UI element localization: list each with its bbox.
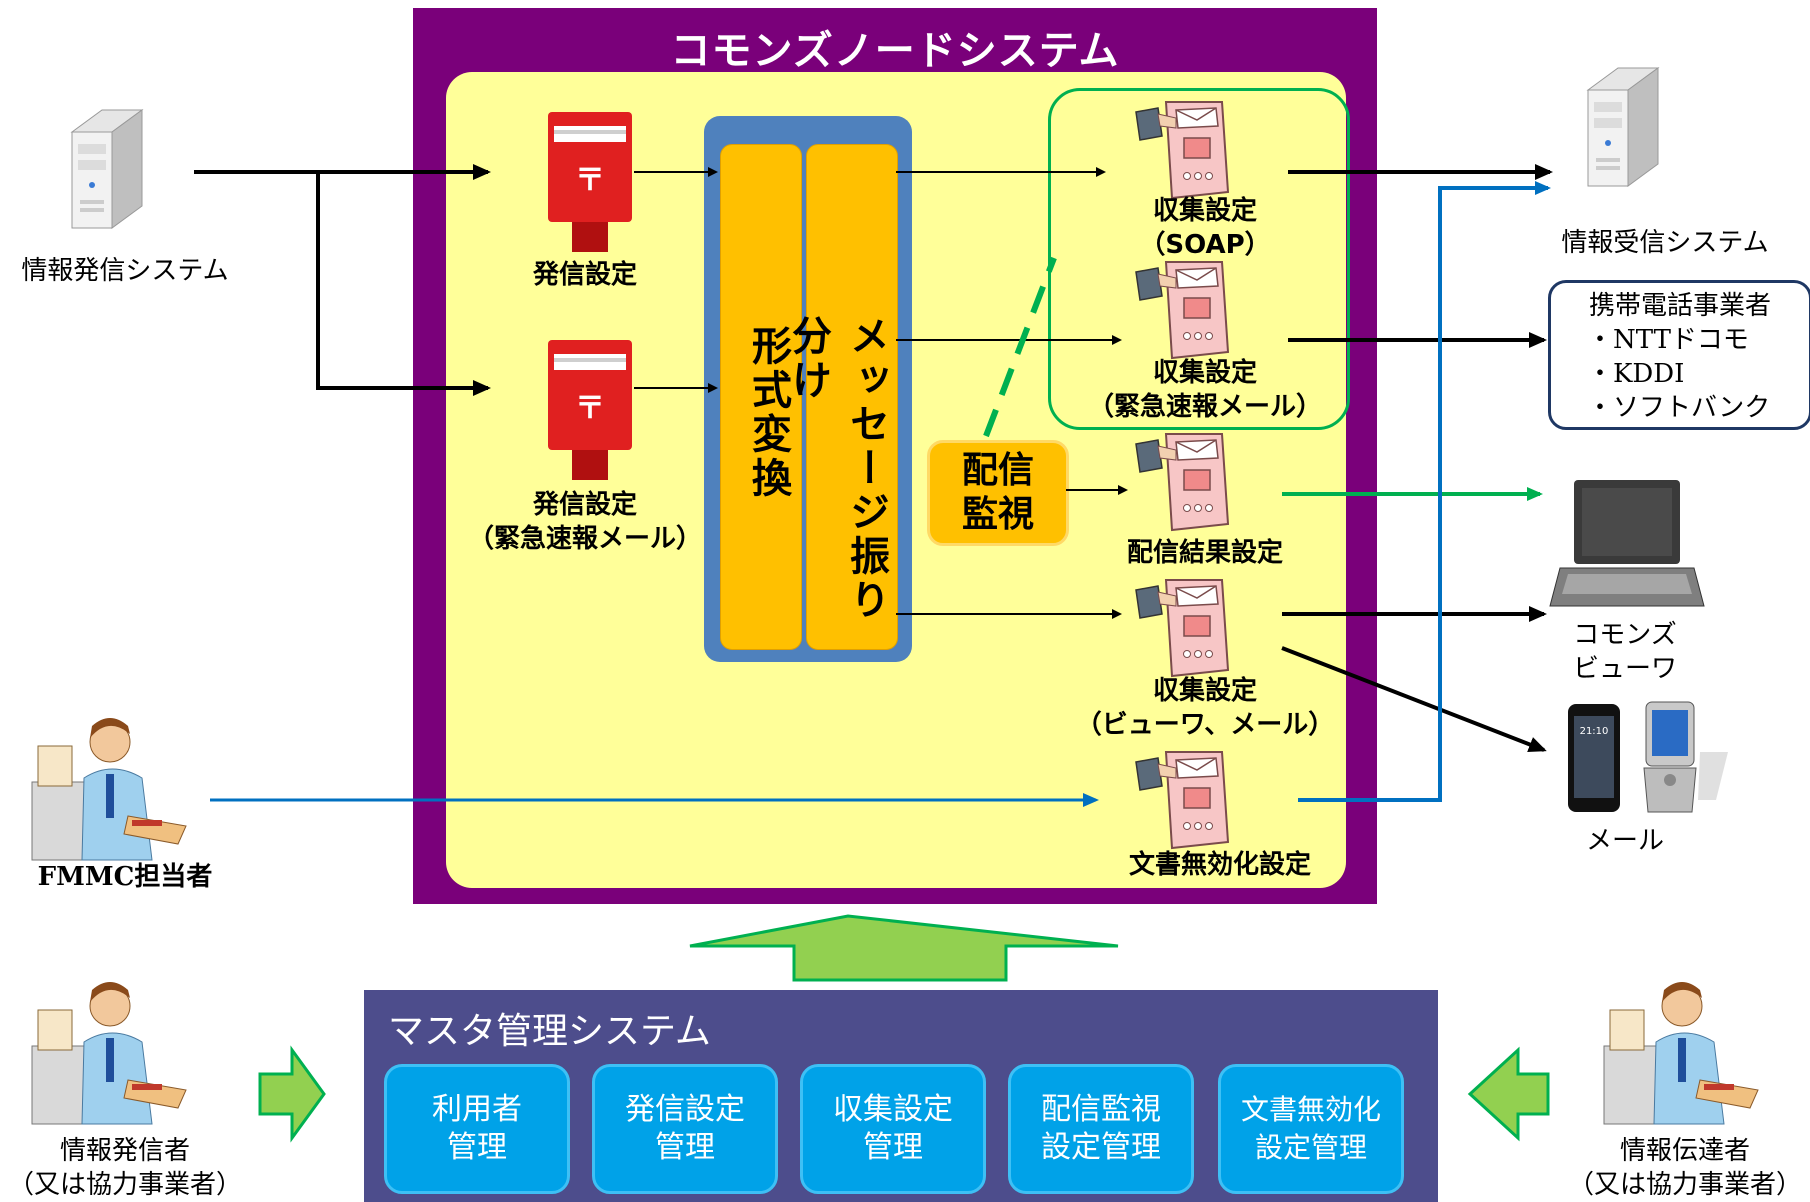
format-convert-block: 形式変換 [720, 144, 802, 650]
label-line2: （緊急速報メール） [1087, 392, 1322, 422]
label-line2: （緊急速報メール） [467, 524, 702, 554]
info-transmitter-label: 情報伝達者 （又は協力事業者） [1560, 1134, 1810, 1202]
fmmc-label: FMMC担当者 [37, 862, 213, 892]
monitor-setting-management-button[interactable]: 配信監視設定管理 [1008, 1064, 1194, 1194]
mailbox-icon [548, 112, 632, 252]
invalidate-setting-management-button[interactable]: 文書無効化設定管理 [1218, 1064, 1404, 1194]
collector-icon [1135, 101, 1229, 199]
send-setting-management-button[interactable]: 発信設定管理 [592, 1064, 778, 1194]
btn-line2: 設定管理 [1041, 1130, 1161, 1165]
btn-line2: 管理 [655, 1130, 715, 1165]
carrier-item: ・NTTドコモ [1587, 325, 1749, 355]
btn-line1: 配信監視 [1041, 1092, 1161, 1127]
message-sort-block: メッセージ振り分け [785, 144, 898, 650]
node-system-title: コモンズノードシステム [670, 28, 1120, 74]
collection-group-outline [1048, 88, 1350, 430]
info-sender-label: 情報発信者 （又は協力事業者） [0, 1134, 250, 1202]
info-sender-system-label: 情報発信システム [21, 256, 229, 286]
flip-phone-icon [1643, 701, 1728, 813]
operator-icon [31, 717, 187, 861]
btn-line1: 収集設定 [833, 1092, 953, 1127]
label-line1: コモンズ [1573, 620, 1677, 650]
master-system-title: マスタ管理システム [388, 1011, 711, 1052]
delivery-monitor-box: 配信 監視 [927, 440, 1069, 546]
carrier-title: 携帯電話事業者 [1588, 291, 1771, 321]
left-arrow-icon [1467, 1046, 1550, 1142]
label-line2: （又は協力事業者） [1567, 1170, 1802, 1200]
delivery-monitor-line1: 配信 [961, 450, 1034, 491]
btn-line2: 設定管理 [1254, 1131, 1367, 1164]
carrier-item: ・KDDI [1587, 359, 1685, 389]
info-receiver-system-label: 情報受信システム [1561, 228, 1769, 258]
right-arrow-icon [258, 1045, 326, 1143]
label-line2: （SOAP） [1139, 230, 1271, 260]
message-sort-line1: メッセージ [843, 315, 889, 535]
label-line1: 収集設定 [1152, 676, 1257, 706]
carrier-list: ・NTTドコモ ・KDDI ・ソフトバンク [1587, 323, 1770, 425]
send-setting-label: 発信設定 [532, 260, 637, 290]
collector-icon [1135, 261, 1229, 359]
btn-line2: 管理 [863, 1130, 923, 1165]
collect-soap-label: 収集設定 （SOAP） [1060, 194, 1350, 262]
server-icon [71, 109, 143, 229]
collect-viewer-label: 収集設定 （ビューワ、メール） [1060, 674, 1350, 742]
btn-line2: 管理 [447, 1130, 507, 1165]
collector-icon [1135, 579, 1229, 677]
up-arrow-icon [689, 914, 1119, 982]
mailbox-icon [548, 340, 632, 480]
delivery-monitor-line2: 監視 [961, 494, 1034, 535]
laptop-icon [1549, 480, 1705, 607]
btn-line1: 利用者 [432, 1092, 522, 1127]
user-management-button[interactable]: 利用者管理 [384, 1064, 570, 1194]
label-line1: 収集設定 [1152, 358, 1257, 388]
smartphone-icon: 21:10 [1568, 704, 1620, 812]
collect-setting-management-button[interactable]: 収集設定管理 [800, 1064, 986, 1194]
message-sort-label: メッセージ振り分け [785, 315, 895, 635]
svg-text:21:10: 21:10 [1580, 726, 1609, 737]
btn-line1: 文書無効化 [1240, 1093, 1381, 1126]
label-line1: 収集設定 [1152, 196, 1257, 226]
btn-line1: 発信設定 [625, 1092, 745, 1127]
operator-icon [1603, 981, 1759, 1125]
mail-label: メール [1585, 826, 1664, 856]
server-icon [1587, 67, 1659, 187]
collect-emergency-label: 収集設定 （緊急速報メール） [1060, 356, 1350, 424]
send-setting-emergency-label: 発信設定 （緊急速報メール） [460, 488, 710, 556]
format-convert-label: 形式変換 [745, 325, 791, 501]
label-line2: （ビューワ、メール） [1075, 710, 1335, 740]
label-line2: （又は協力事業者） [7, 1170, 242, 1200]
label-line1: 情報発信者 [59, 1136, 190, 1166]
invalidate-setting-label: 文書無効化設定 [1128, 850, 1311, 880]
commons-viewer-label: コモンズ ビューワ [1540, 618, 1710, 686]
label-line2: ビューワ [1572, 654, 1677, 684]
operator-icon [31, 981, 187, 1125]
label-line1: 情報伝達者 [1619, 1136, 1750, 1166]
collector-icon [1135, 433, 1229, 531]
collector-icon [1135, 751, 1229, 849]
delivery-result-label: 配信結果設定 [1126, 538, 1283, 568]
message-sort-line2: 振り分け [785, 315, 889, 623]
label-line1: 発信設定 [532, 490, 637, 520]
carrier-item: ・ソフトバンク [1587, 393, 1771, 423]
mobile-carrier-box: 携帯電話事業者 ・NTTドコモ ・KDDI ・ソフトバンク [1548, 280, 1810, 430]
